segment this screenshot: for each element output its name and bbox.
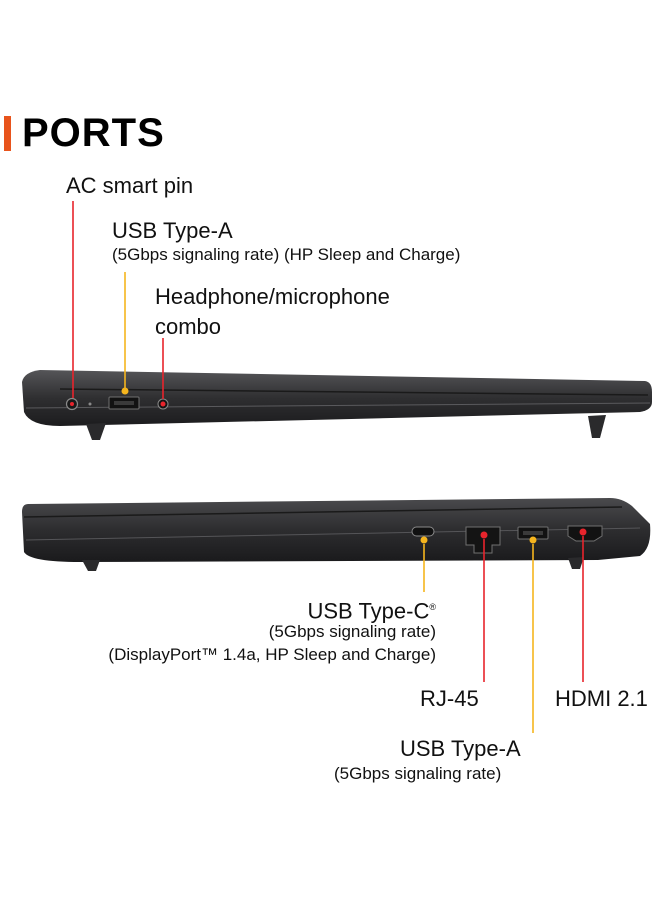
usb-c-marker-dot <box>420 536 428 544</box>
audio-marker-dot <box>160 401 166 407</box>
label-usb-c-text: USB Type-C <box>307 598 430 624</box>
foot-right <box>588 415 606 438</box>
title-accent-bar <box>4 116 11 151</box>
foot-right-lower <box>568 557 584 569</box>
label-usb-a-right: USB Type-A <box>400 736 521 761</box>
detail-usb-c-1: (5Gbps signaling rate) <box>268 622 436 641</box>
detail-usb-a-left: (5Gbps signaling rate) (HP Sleep and Cha… <box>112 245 461 264</box>
laptop-right-side <box>22 498 651 571</box>
usb-c-superscript: ® <box>429 602 436 612</box>
page-title: PORTS <box>22 111 165 155</box>
detail-usb-c-2: (DisplayPort™ 1.4a, HP Sleep and Charge) <box>108 645 436 664</box>
label-usb-a-left: USB Type-A <box>112 218 233 243</box>
label-audio-line2: combo <box>155 314 222 339</box>
ac-pin-marker-dot <box>70 402 74 406</box>
label-rj45: RJ-45 <box>420 686 479 711</box>
laptop-left-side <box>22 370 652 440</box>
label-audio-line1: Headphone/microphone <box>155 284 390 309</box>
label-ac-smart-pin: AC smart pin <box>66 173 194 198</box>
hdmi-marker-dot <box>579 528 587 536</box>
foot-left-lower <box>82 560 100 571</box>
usb-a-right-marker-dot <box>529 536 537 544</box>
usb-a-marker-dot <box>121 387 129 395</box>
usb-c-port-icon <box>411 526 435 537</box>
detail-usb-a-right: (5Gbps signaling rate) <box>334 764 502 783</box>
foot-left <box>86 423 106 440</box>
label-hdmi: HDMI 2.1 <box>555 686 648 711</box>
rj45-marker-dot <box>480 531 488 539</box>
rj45-port-icon <box>465 526 501 554</box>
label-usb-c: USB Type-C® <box>308 594 437 624</box>
